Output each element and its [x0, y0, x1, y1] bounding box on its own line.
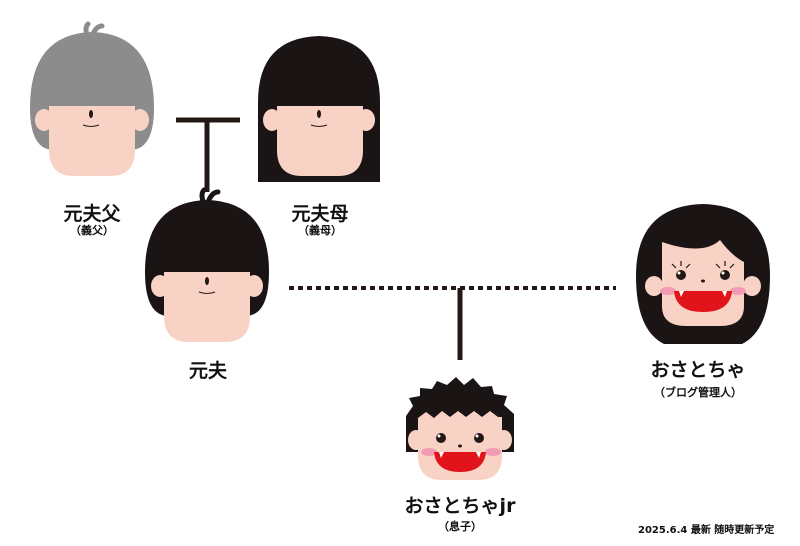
nose [701, 279, 705, 283]
author-role: （ブログ管理人） [654, 386, 742, 399]
right-eye [474, 433, 484, 443]
left-eyelashes [671, 261, 691, 269]
mother-in-law-avatar [258, 36, 380, 182]
smiling-mouth [674, 291, 732, 312]
left-eye-shine [677, 271, 681, 275]
mouth [198, 291, 216, 294]
ex-husband-avatar [145, 187, 269, 342]
author-name: おさとちゃ [650, 359, 746, 381]
left-fang [679, 291, 684, 297]
right-eyelashes [715, 261, 735, 269]
mother-in-law-role: （義母） [298, 224, 342, 237]
nose [89, 110, 93, 118]
father-in-law-name: 元夫父 [63, 203, 121, 225]
mouth [82, 124, 100, 127]
nose [317, 110, 321, 118]
update-note: 2025.6.4 最新 随時更新予定 [638, 525, 775, 536]
right-eye-shine [475, 434, 479, 438]
left-cheek [660, 287, 676, 295]
right-ear [743, 276, 761, 296]
son-role: （息子） [438, 520, 482, 533]
left-cheek [421, 448, 437, 456]
father-in-law-role: （義父） [70, 224, 114, 237]
right-eye-shine [721, 271, 725, 275]
mouth [310, 124, 328, 127]
left-ear [645, 276, 663, 296]
left-eye-shine [437, 434, 441, 438]
right-eye [720, 270, 730, 280]
left-fang [439, 452, 444, 458]
nose [458, 444, 462, 448]
left-ear [35, 109, 53, 131]
son-name: おさとちゃjr [404, 495, 516, 517]
face [49, 106, 135, 176]
right-fang [722, 291, 727, 297]
father-in-law-avatar [30, 21, 154, 176]
mother-in-law-name: 元夫母 [291, 203, 349, 225]
nose [205, 277, 209, 285]
right-fang [476, 452, 481, 458]
son-avatar [406, 377, 514, 480]
smiling-mouth [434, 452, 486, 472]
connector-lines [176, 117, 616, 360]
author-avatar [636, 204, 770, 344]
left-ear [263, 109, 281, 131]
right-ear [131, 109, 149, 131]
ex-husband-name: 元夫 [188, 360, 228, 382]
left-eye [436, 433, 446, 443]
face [164, 272, 250, 342]
left-eye [676, 270, 686, 280]
right-cheek [485, 448, 501, 456]
right-cheek [730, 287, 746, 295]
face [277, 106, 363, 176]
